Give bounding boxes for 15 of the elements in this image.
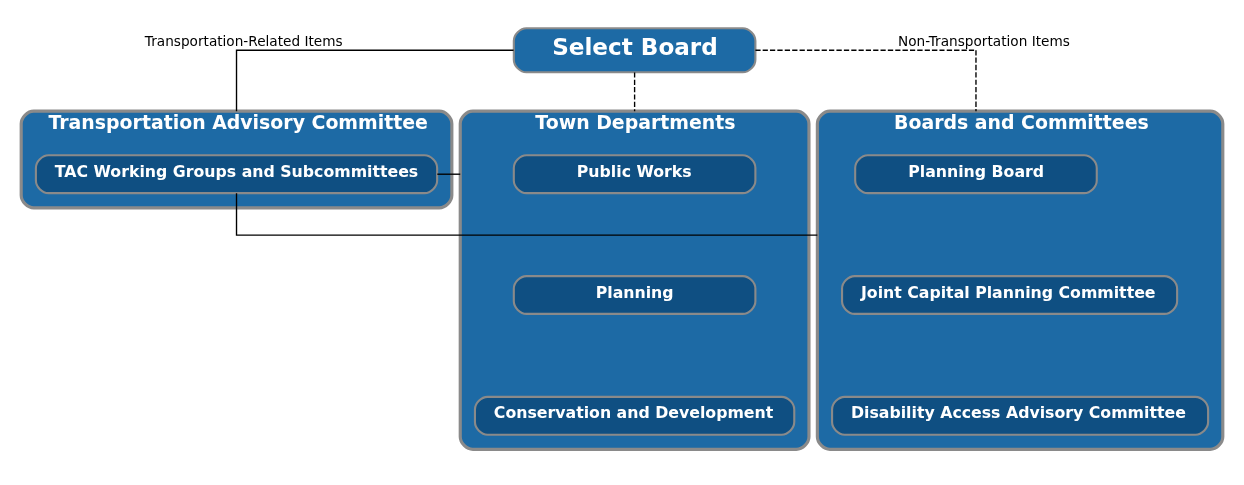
node-box: Planning Board [854,153,1098,194]
connector [633,71,636,112]
node-box: Select Board [512,26,757,73]
node-box: Joint Capital Planning Committee [841,274,1179,315]
connector [235,191,819,236]
edge-label: Transportation-Related Items [144,32,343,49]
node-box: TAC Working Groups and Subcommittees [34,153,439,194]
node-box: Conservation and Development [473,395,796,436]
node-box: Planning [512,274,757,315]
connector [436,173,461,175]
connector [754,49,977,112]
node-box: Public Works [512,153,757,194]
node-box: Disability Access Advisory Committee [831,395,1210,436]
edge-label: Non-Transportation Items [897,32,1070,49]
connector [235,49,515,112]
